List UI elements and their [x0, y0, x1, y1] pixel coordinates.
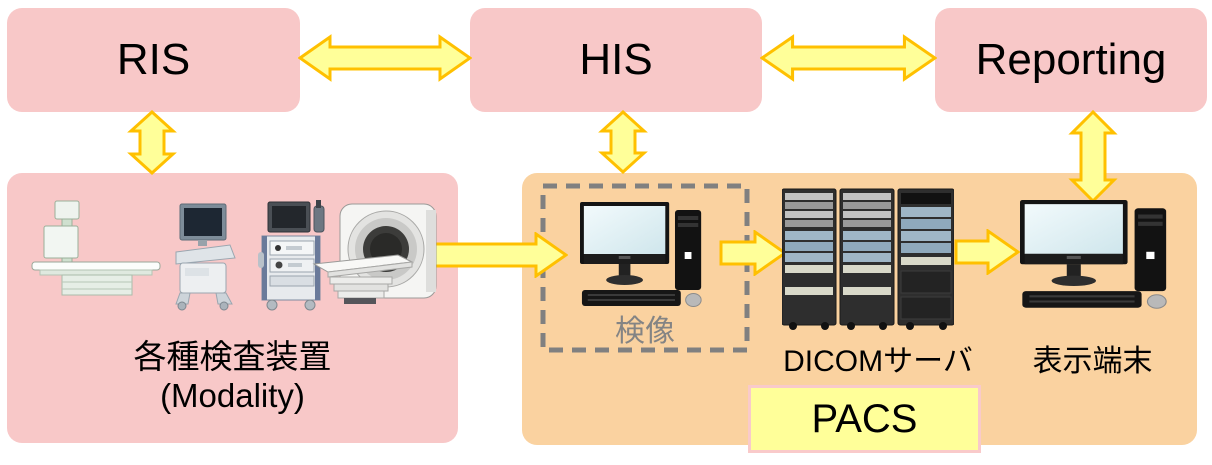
- endoscopy-cart-icon: [258, 200, 325, 311]
- arrow-ris-modality: [127, 110, 177, 175]
- arrow-reporting-terminal: [1068, 110, 1118, 203]
- his-label: HIS: [579, 35, 653, 84]
- ct-scanner-icon: [312, 203, 437, 304]
- workstation-computer-icon: [1020, 200, 1167, 309]
- reporting-node: Reporting: [935, 8, 1207, 112]
- workstation-computer-icon: [580, 202, 702, 307]
- dicom-server-label: DICOMサーバ: [783, 345, 973, 378]
- arrow-ris-his: [298, 34, 472, 82]
- server-rack-icon: [782, 188, 954, 330]
- reporting-label: Reporting: [975, 35, 1167, 84]
- modality-label: 各種検査装置 (Modality): [7, 337, 458, 415]
- xray-table-icon: [31, 200, 161, 296]
- pacs-label-box: PACS: [748, 385, 981, 453]
- kensho-label: 検像: [615, 315, 675, 348]
- ris-label: RIS: [116, 35, 191, 84]
- his-node: HIS: [470, 8, 762, 112]
- display-terminal-label: 表示端末: [1032, 345, 1153, 378]
- modality-devices: [31, 200, 437, 311]
- modality-label-line2: (Modality): [160, 377, 305, 414]
- arrow-his-reporting: [760, 34, 937, 82]
- pacs-label: PACS: [811, 396, 918, 441]
- arrow-his-pacs: [598, 110, 648, 174]
- ultrasound-cart-icon: [175, 203, 236, 311]
- arrow-kensho-dicom: [719, 230, 787, 276]
- arrow-modality-kensho: [428, 232, 568, 278]
- ris-node: RIS: [7, 8, 300, 112]
- modality-label-line1: 各種検査装置: [133, 338, 332, 375]
- arrow-dicom-terminal: [954, 229, 1020, 275]
